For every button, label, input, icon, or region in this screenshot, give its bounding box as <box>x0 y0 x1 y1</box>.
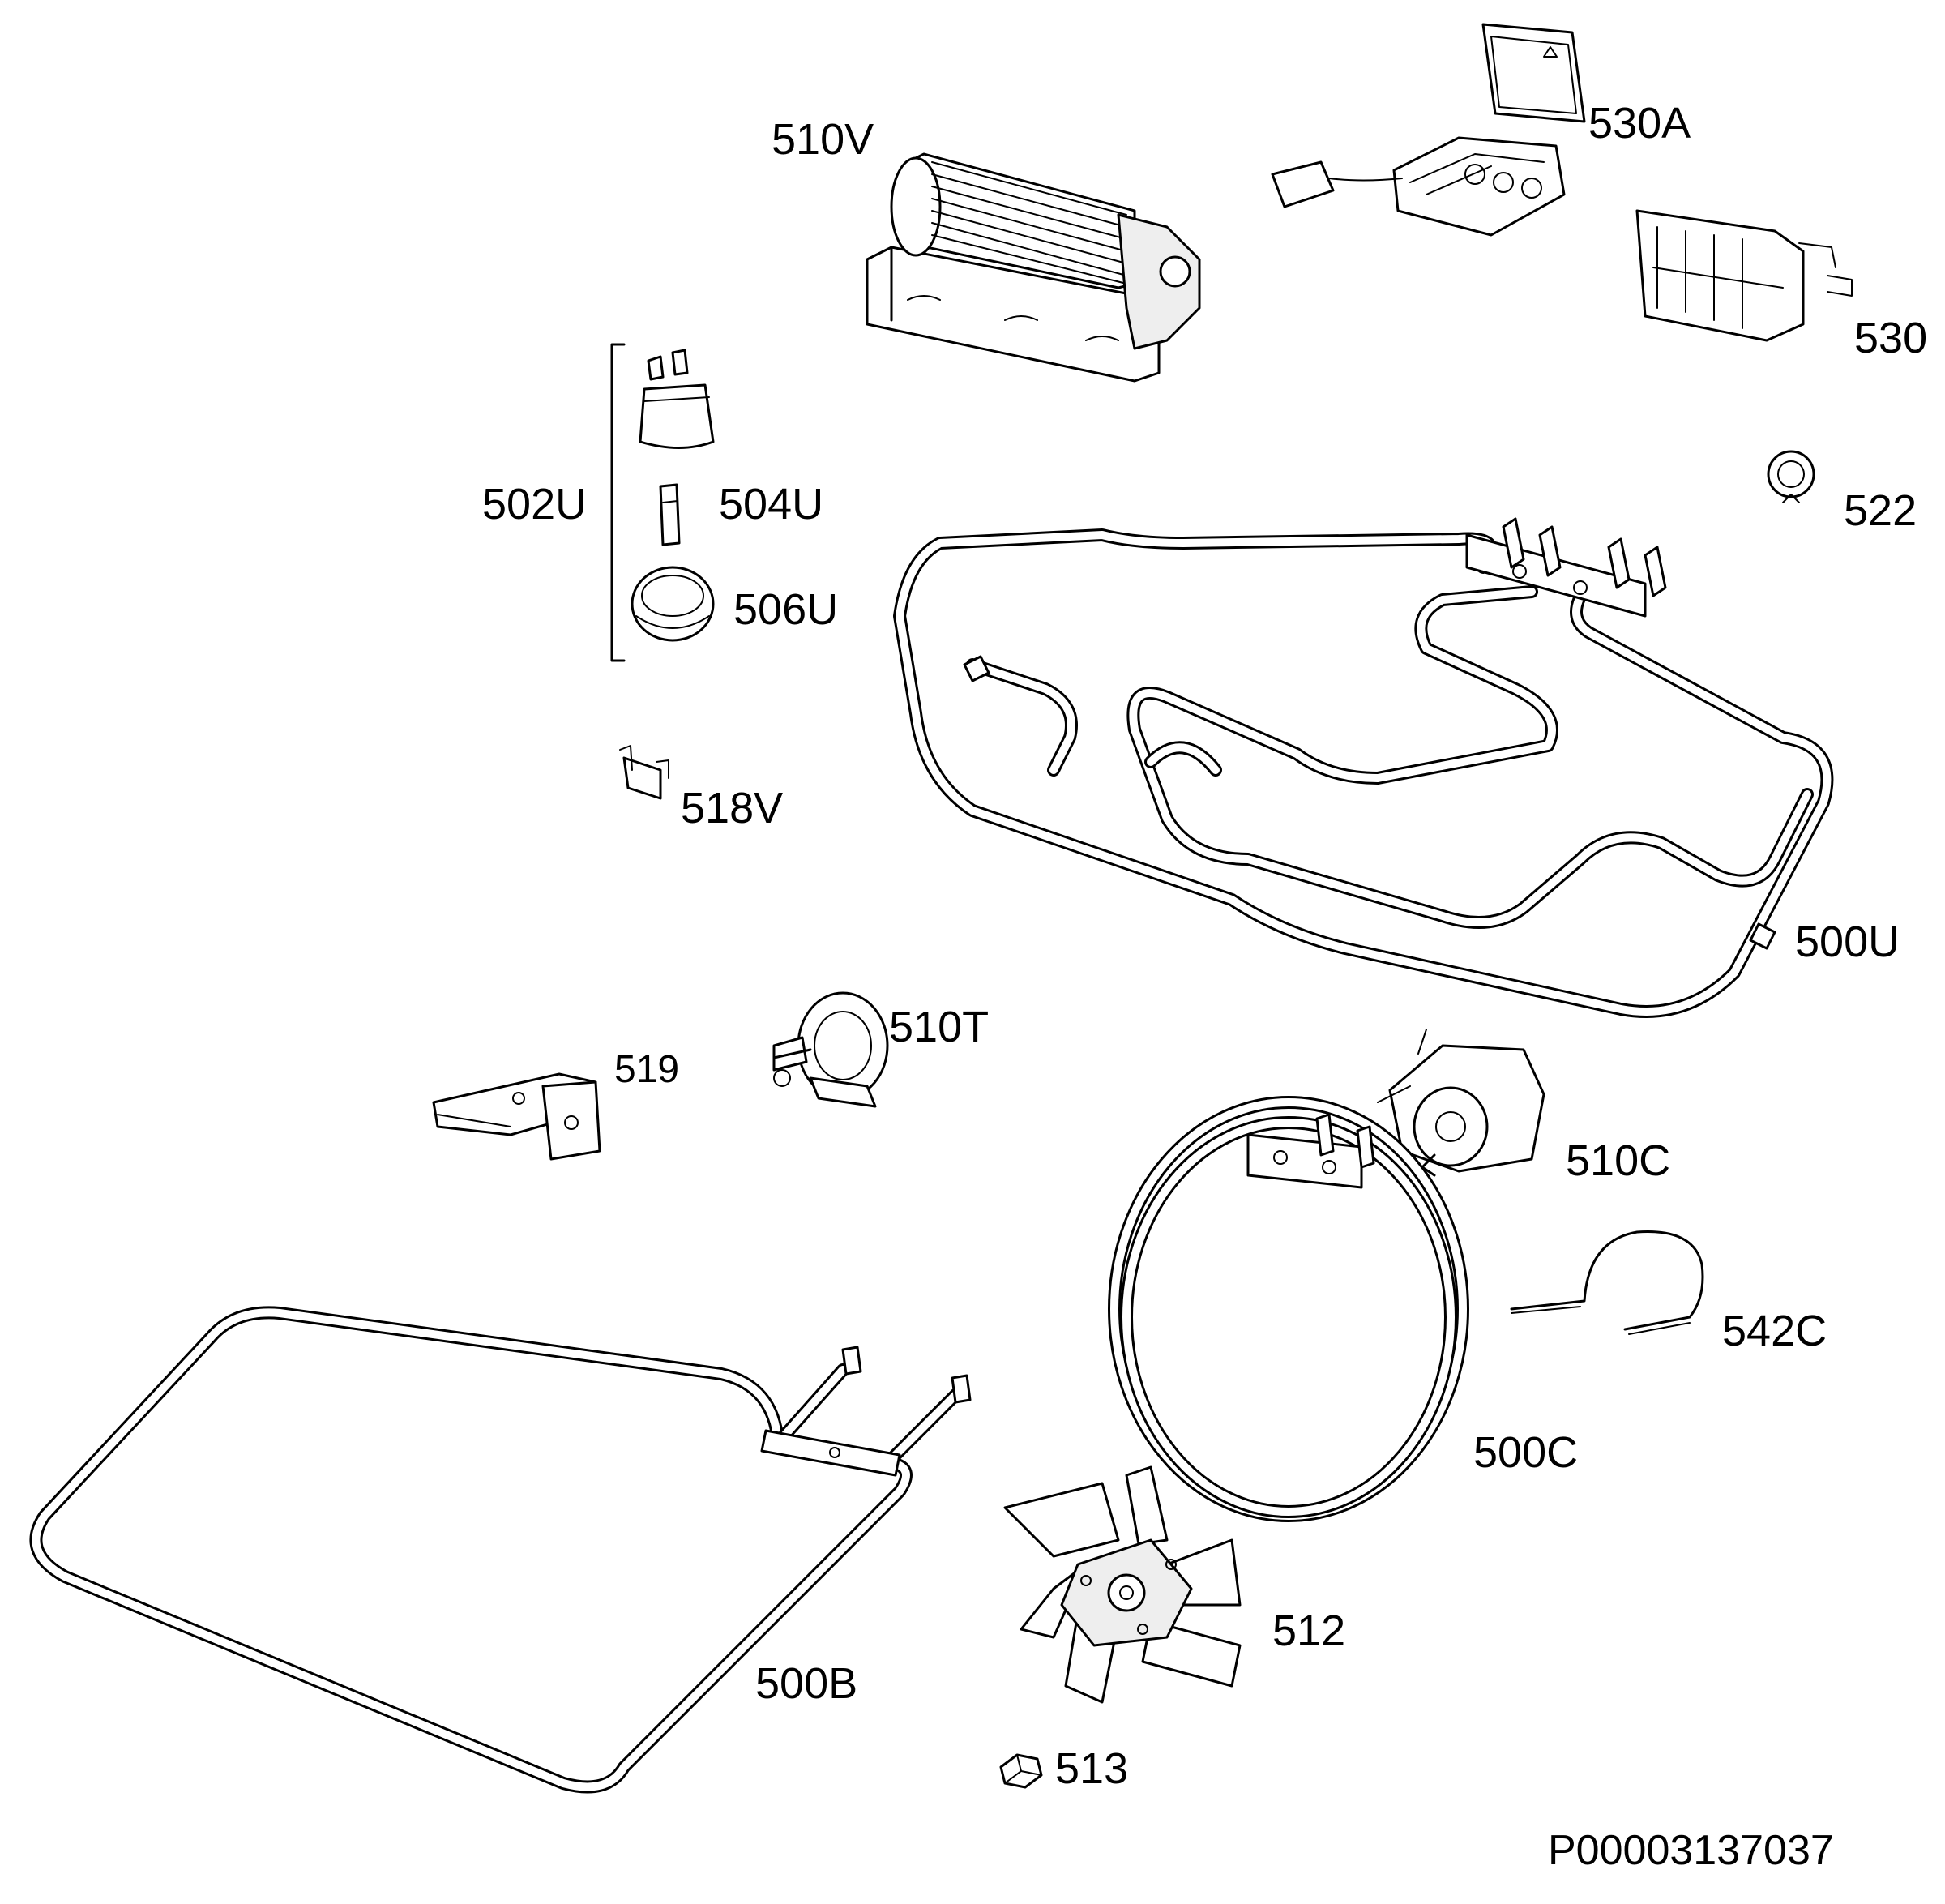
label-500U: 500U <box>1795 918 1900 966</box>
part-502U-lamp-assembly <box>610 343 715 662</box>
part-530-terminal-block <box>1635 209 1853 342</box>
part-510C-convection-motor <box>1377 1029 1545 1177</box>
part-530A-terminal-block <box>1271 23 1586 237</box>
part-542C-spring-clip <box>1510 1230 1704 1335</box>
part-518V-clip <box>619 745 669 800</box>
label-502U: 502U <box>482 480 587 528</box>
part-500C-circular-element <box>1108 1096 1469 1522</box>
label-510C: 510C <box>1566 1136 1670 1185</box>
part-522-clip <box>1767 450 1815 503</box>
document-id: P00003137037 <box>1548 1827 1834 1874</box>
label-542C: 542C <box>1722 1307 1827 1355</box>
part-500U-grill-element <box>893 517 1834 1018</box>
part-504U-lamp-bulb <box>659 483 681 546</box>
part-519-bracket <box>432 1072 601 1161</box>
label-500C: 500C <box>1473 1428 1578 1477</box>
label-510V: 510V <box>772 115 874 164</box>
part-513-nut <box>999 1753 1043 1789</box>
label-518V: 518V <box>681 784 783 832</box>
label-500B: 500B <box>755 1659 857 1708</box>
label-519: 519 <box>614 1048 679 1091</box>
label-513: 513 <box>1055 1744 1128 1793</box>
label-504U: 504U <box>719 480 823 528</box>
part-500B-bottom-element <box>29 1306 972 1794</box>
part-labels: 510V 530A 530 502U 504U 506U 522 518V 50… <box>482 99 1927 1793</box>
part-506U-lamp-cover <box>631 566 715 642</box>
part-510T-motor <box>772 991 889 1108</box>
label-512: 512 <box>1272 1607 1345 1655</box>
label-530: 530 <box>1854 314 1927 362</box>
label-530A: 530A <box>1588 99 1691 148</box>
part-510V-tangential-fan <box>866 152 1201 383</box>
part-512-fan-blade <box>1003 1465 1242 1704</box>
label-522: 522 <box>1844 486 1917 535</box>
label-510T: 510T <box>889 1003 989 1051</box>
label-506U: 506U <box>733 585 838 634</box>
